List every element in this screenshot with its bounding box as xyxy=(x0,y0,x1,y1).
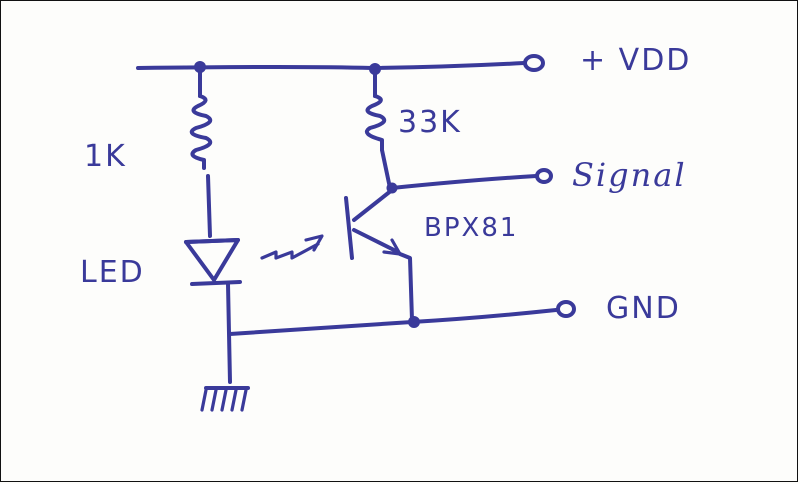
led-light-arrowhead xyxy=(304,234,324,252)
led-light-arrow xyxy=(260,242,320,260)
led-cathode-bar xyxy=(190,280,242,286)
label-vdd: + VDD xyxy=(580,43,691,78)
transistor-collector-lead xyxy=(352,188,394,222)
label-signal: Signal xyxy=(572,156,687,194)
wire-emitter-to-gnd xyxy=(398,252,414,322)
wire-r1-to-led xyxy=(206,174,212,238)
signal-wire xyxy=(390,174,538,190)
gnd-bus xyxy=(228,308,558,336)
vdd-rail xyxy=(136,61,526,70)
signal-terminal[interactable] xyxy=(535,168,553,184)
label-transistor: BPX81 xyxy=(424,213,518,243)
label-r2: 33K xyxy=(398,105,462,140)
gnd-terminal[interactable] xyxy=(556,300,576,318)
resistor-33k xyxy=(365,94,387,152)
ground-hatch xyxy=(200,388,248,412)
led-triangle xyxy=(184,238,240,282)
resistor-1k xyxy=(189,94,213,170)
label-r1: 1K xyxy=(84,139,127,174)
label-gnd: GND xyxy=(606,291,681,326)
transistor-base-bar xyxy=(344,196,354,260)
junction-dot-gnd xyxy=(408,316,420,328)
label-led: LED xyxy=(80,255,145,290)
transistor-emitter-lead xyxy=(352,228,400,254)
vdd-terminal[interactable] xyxy=(523,54,545,72)
wire-r2-to-collector xyxy=(380,148,392,190)
